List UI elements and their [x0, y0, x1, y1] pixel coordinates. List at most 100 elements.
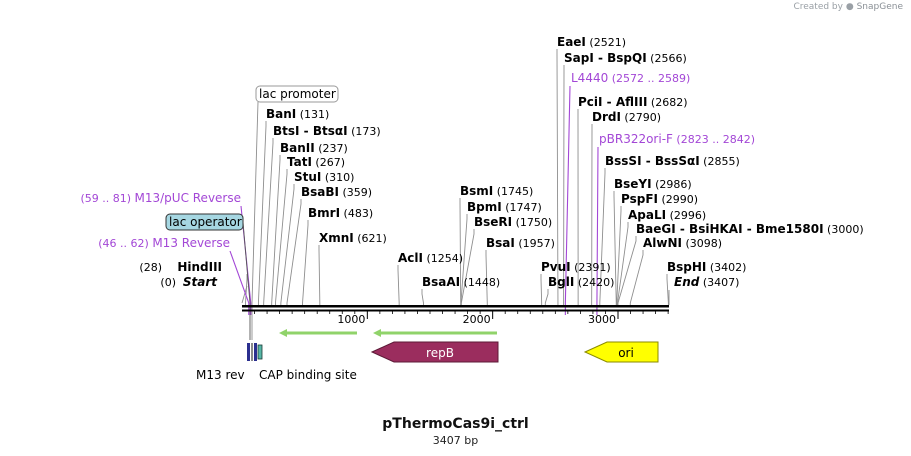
site-position: (2990) — [658, 193, 698, 206]
site-eaei[interactable]: EaeI (2521) — [557, 35, 626, 49]
site-label: AclI (1254) — [398, 251, 463, 265]
lac-promoter-leader — [251, 101, 259, 340]
site-separator: - — [300, 124, 313, 138]
ruler-tick-label: 2000 — [463, 313, 491, 326]
site-label: BanII (237) — [280, 141, 348, 155]
credit-prefix: Created by — [793, 2, 843, 12]
backbone-top-strand — [242, 305, 669, 308]
site-label: BsmI (1745) — [460, 184, 533, 198]
site-bmri[interactable]: BmrI (483) — [308, 206, 373, 220]
end-name: End — [674, 275, 700, 289]
site-bseri[interactable]: BseRI (1750) — [474, 215, 552, 229]
primer-label: (59 .. 81) M13/pUC Reverse — [80, 191, 241, 205]
site-banii[interactable]: BanII (237) — [280, 141, 348, 155]
end-name: Start — [183, 275, 218, 289]
site-sapi[interactable]: SapI - BspQI (2566) — [564, 51, 687, 65]
site-leader-banii — [271, 155, 281, 305]
site-separator: - — [676, 222, 689, 236]
site-tati[interactable]: TatI (267) — [287, 155, 345, 169]
site-position: (237) — [315, 142, 348, 155]
site-bsphi[interactable]: BspHI (3402) — [667, 260, 746, 274]
site-pspfi[interactable]: PspFI (2990) — [621, 192, 698, 206]
primer-l4440[interactable]: L4440 (2572 .. 2589) — [571, 71, 690, 85]
site-pvui[interactable]: PvuI (2391) — [541, 260, 611, 274]
lac-promoter-label[interactable]: lac promoter — [255, 85, 339, 103]
lac-operator-label[interactable]: lac operator — [165, 213, 244, 231]
end-position: (3407) — [699, 276, 739, 289]
site-label: BaeGI - BsiHKAI - Bme1580I (3000) — [636, 222, 864, 236]
site-position: (310) — [321, 171, 354, 184]
site-bsmi[interactable]: BsmI (1745) — [460, 184, 533, 198]
site-stui[interactable]: StuI (310) — [294, 170, 354, 184]
site-btsi[interactable]: BtsI - BtsαI (173) — [273, 124, 381, 138]
site-label: PspFI (2990) — [621, 192, 698, 206]
lac-operator-text: lac operator — [169, 215, 242, 229]
lac-glyph — [251, 343, 253, 361]
site-label: BglI (2420) — [548, 275, 614, 289]
site-bpmi[interactable]: BpmI (1747) — [467, 200, 542, 214]
feature-repB[interactable]: repB — [370, 341, 499, 363]
lac-operator-leader — [242, 221, 251, 340]
site-name: BsaBI — [301, 185, 339, 199]
site-label: EaeI (2521) — [557, 35, 626, 49]
site-separator: - — [642, 154, 655, 168]
site-name: PciI — [578, 95, 603, 109]
site-name: AlwNI — [643, 236, 682, 250]
primer-range: (2572 .. 2589) — [608, 72, 690, 85]
site-label: BspHI (3402) — [667, 260, 746, 274]
site-bsaai[interactable]: BsaAI (1448) — [422, 275, 500, 289]
plasmid-length: 3407 bp — [432, 434, 479, 447]
site-name: BseRI — [474, 215, 512, 229]
site-label: AlwNI (3098) — [643, 236, 722, 250]
credit: Created by ● SnapGene — [793, 2, 903, 12]
site-position: (28) — [139, 261, 162, 274]
site-position: (1254) — [423, 252, 463, 265]
site-bsai[interactable]: BsaI (1957) — [486, 236, 555, 250]
primer-range: (59 .. 81) — [80, 192, 134, 205]
site-position: (621) — [354, 232, 387, 245]
site-acli[interactable]: AclI (1254) — [398, 251, 463, 265]
primer-leader-pbr322ori-f — [596, 146, 599, 315]
primer-m13-reverse[interactable]: (46 .. 62) M13 Reverse — [98, 236, 230, 250]
m13-rev-glyph — [247, 343, 250, 361]
primer-name: M13/pUC Reverse — [135, 191, 242, 205]
site-name: XmnI — [319, 231, 354, 245]
site-leader-apali — [617, 222, 629, 305]
site-hindiii[interactable]: HindIII(28) — [139, 260, 222, 274]
primer-m13-puc-reverse[interactable]: (59 .. 81) M13/pUC Reverse — [80, 191, 241, 205]
site-name: EaeI — [557, 35, 586, 49]
site-label: BtsI - BtsαI (173) — [273, 124, 381, 138]
site-xmni[interactable]: XmnI (621) — [319, 231, 387, 245]
site-leader-lines — [229, 49, 670, 340]
site-label: PvuI (2391) — [541, 260, 611, 274]
site-leader-eaei — [556, 49, 559, 305]
site-bani[interactable]: BanI (131) — [266, 107, 329, 121]
site-leader-bsabi — [286, 199, 302, 305]
site-leader-pvui — [540, 274, 543, 305]
site-apali[interactable]: ApaLI (2996) — [628, 208, 706, 222]
orf-arrow-1-head — [279, 329, 287, 337]
end-label: End (3407) — [674, 275, 739, 289]
site-bgli[interactable]: BglI (2420) — [548, 275, 614, 289]
primer-label: (46 .. 62) M13 Reverse — [98, 236, 230, 250]
site-bseyi[interactable]: BseYI (2986) — [614, 177, 692, 191]
primer-pbr322ori-f[interactable]: pBR322ori-F (2823 .. 2842) — [599, 132, 755, 146]
site-alwni[interactable]: AlwNI (3098) — [643, 236, 722, 250]
feature-ori[interactable]: ori — [583, 341, 659, 363]
site-label: BsaBI (359) — [301, 185, 372, 199]
site-bsabi[interactable]: BsaBI (359) — [301, 185, 372, 199]
site-label: TatI (267) — [287, 155, 345, 169]
primer-name: pBR322ori-F — [599, 132, 673, 146]
site-bsssi[interactable]: BssSI - BssSαI (2855) — [605, 154, 740, 168]
site-leader-hindiii — [245, 274, 248, 305]
small-feature-glyphs — [247, 343, 263, 361]
primer-label: pBR322ori-F (2823 .. 2842) — [599, 132, 755, 146]
site-drdi[interactable]: DrdI (2790) — [592, 110, 661, 124]
site-position: (173) — [348, 125, 381, 138]
site-baegi[interactable]: BaeGI - BsiHKAI - Bme1580I (3000) — [636, 222, 864, 236]
site-name: BtsαI — [313, 124, 348, 138]
site-position: (1745) — [493, 185, 533, 198]
site-position: (3098) — [682, 237, 722, 250]
site-pcii[interactable]: PciI - AflIII (2682) — [578, 95, 688, 109]
